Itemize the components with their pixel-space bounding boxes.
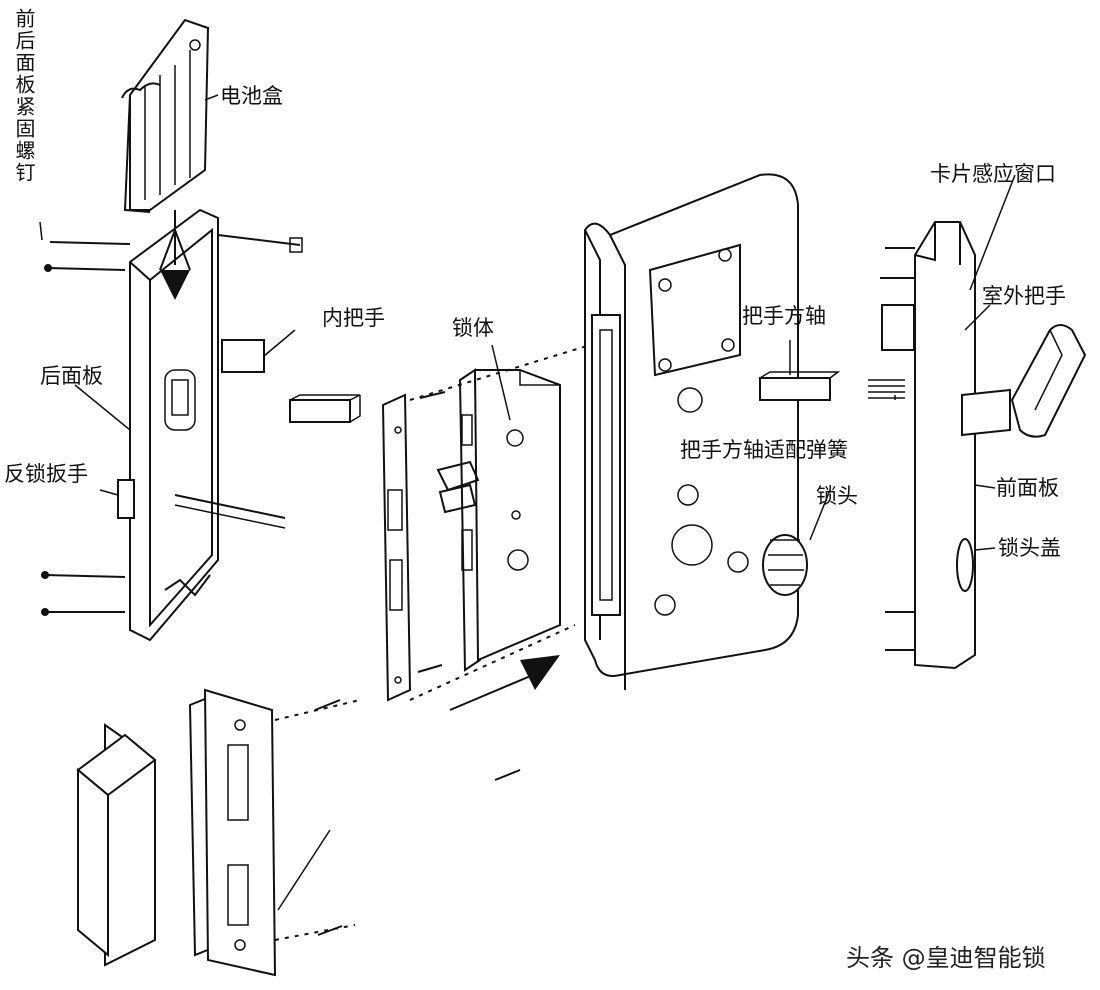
label-lock-body: 锁体: [452, 316, 494, 340]
label-lock-cylinder: 锁头: [816, 484, 858, 508]
lock-body-part: [417, 368, 561, 673]
label-card-sensing-window: 卡片感应窗口: [930, 162, 1056, 186]
assembly-arrow: [449, 655, 560, 711]
adapter-spring-part: [868, 379, 905, 399]
label-handle-square-shaft: 把手方轴: [742, 304, 826, 328]
label-shaft-adapter-spring: 把手方轴适配弹簧: [680, 438, 848, 462]
label-battery-box: 电池盒: [220, 84, 283, 108]
watermark: 头条 @皇迪智能锁: [846, 944, 1046, 972]
guide-line-bottom: [409, 624, 576, 701]
label-front-panel: 前面板: [996, 476, 1059, 500]
label-cylinder-cover: 锁头盖: [998, 536, 1061, 560]
strike-plate-part: [76, 688, 521, 977]
label-back-panel: 后面板: [40, 364, 103, 388]
label-inner-handle: 内把手: [322, 306, 385, 330]
square-shaft-part: [759, 371, 841, 401]
lock-cylinder-part: [762, 534, 808, 596]
anti-lock-knob-part: [117, 479, 135, 519]
panel-screws: [41, 234, 303, 616]
leader-lines: [39, 94, 1016, 911]
front-panel-part: [880, 221, 1087, 670]
label-front-back-panel-screws: 前后面板紧固螺钉: [12, 8, 36, 184]
label-outdoor-handle: 室外把手: [982, 284, 1066, 308]
face-plate-part: [381, 393, 412, 702]
back-panel-part: [129, 208, 219, 642]
door-plate-part: [584, 173, 799, 690]
inner-handle-part: [221, 329, 361, 423]
guide-line-top: [409, 344, 591, 401]
label-anti-lock-knob: 反锁扳手: [4, 462, 88, 486]
battery-box-part: [121, 18, 210, 213]
